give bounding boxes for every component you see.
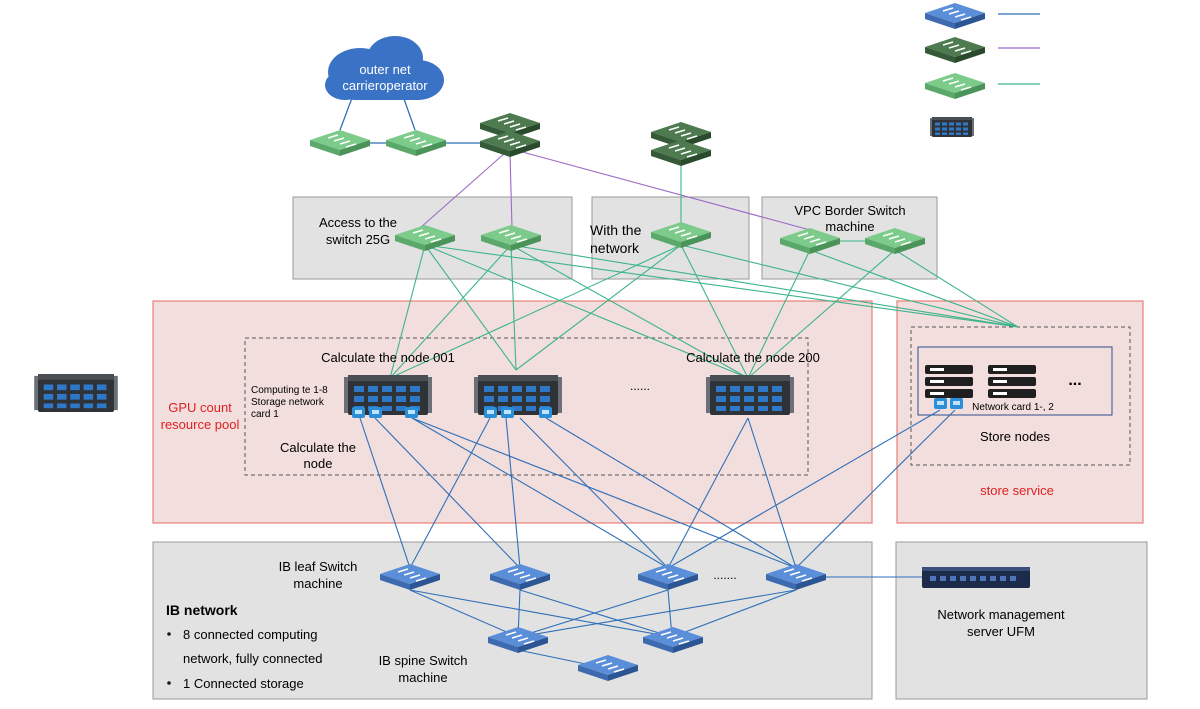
purple-links xyxy=(419,149,811,231)
vpc-zone-label-2: machine xyxy=(825,219,874,234)
ib-spine-label-2: machine xyxy=(398,670,447,685)
vpc-zone-label-1: VPC Border Switch xyxy=(794,203,905,218)
carrier-switch-1 xyxy=(309,129,371,157)
cloud-label-line1: outer net xyxy=(359,62,411,77)
ib-network-title: IB network xyxy=(166,602,238,618)
nic-label-2: Storage network xyxy=(251,397,325,408)
cloud-label-line2: carrieroperator xyxy=(342,78,428,93)
network-zone-label-2: network xyxy=(590,240,640,256)
gpu-pool-label-1: GPU count xyxy=(168,400,232,415)
gpu-pool-label-2: resource pool xyxy=(161,417,240,432)
calc-node-label-2: node xyxy=(304,456,333,471)
cloud-icon xyxy=(325,36,444,100)
compute-ellipsis: ...... xyxy=(630,379,650,393)
storage-server-icon-2 xyxy=(988,365,1036,398)
compute-node-002 xyxy=(474,375,562,418)
store-nodes-label: Store nodes xyxy=(980,429,1051,444)
node-001-label: Calculate the node 001 xyxy=(321,350,455,365)
legend-gpu-server-icon xyxy=(930,117,974,137)
ib-bullet-1: 8 connected computing xyxy=(183,627,317,642)
store-ellipsis: ... xyxy=(1068,372,1081,389)
compute-node-001 xyxy=(344,375,432,418)
ib-spine-label-1: IB spine Switch xyxy=(379,653,468,668)
nic-icon xyxy=(484,407,497,418)
legend xyxy=(924,2,1040,137)
calc-node-label-1: Calculate the xyxy=(280,440,356,455)
store-nic-label: Network card 1-, 2 xyxy=(972,402,1054,413)
nic-icon xyxy=(501,407,514,418)
node-200-label: Calculate the node 200 xyxy=(686,350,820,365)
access-zone-label-1: Access to the xyxy=(319,215,397,230)
ib-leaf-label-1: IB leaf Switch xyxy=(279,559,358,574)
ufm-label-2: server UFM xyxy=(967,624,1035,639)
nic-icon xyxy=(352,407,365,418)
legend-blue-switch-icon xyxy=(924,2,986,30)
nic-icon xyxy=(539,407,552,418)
core-switch-a-2 xyxy=(479,130,541,158)
nic-icon xyxy=(369,407,382,418)
nic-label-1: Computing te 1-8 xyxy=(251,385,328,396)
legend-light-green-switch-icon xyxy=(924,72,986,100)
ufm-server-icon xyxy=(922,567,1030,588)
ib-bullet-2: 1 Connected storage xyxy=(183,676,304,691)
ufm-label-1: Network management xyxy=(937,607,1065,622)
storage-server-icon-1 xyxy=(925,365,973,398)
store-nodes-box xyxy=(910,326,1131,466)
nic-icon xyxy=(405,407,418,418)
blue-links-ib xyxy=(359,409,956,669)
access-zone-label-2: switch 25G xyxy=(326,232,390,247)
store-service-label: store service xyxy=(980,483,1054,498)
legend-dark-green-switch-icon xyxy=(924,36,986,64)
network-zone-label-1: With the xyxy=(590,222,642,238)
carrier-switch-2 xyxy=(385,129,447,157)
nic-icon xyxy=(934,398,947,409)
ib-leaf-label-2: machine xyxy=(293,576,342,591)
nic-icon xyxy=(950,398,963,409)
gpu-server-icon-standalone xyxy=(34,374,118,412)
ib-bullet-1-cont: network, fully connected xyxy=(183,651,322,666)
compute-node-200 xyxy=(706,375,794,415)
ib-ellipsis: ....... xyxy=(713,568,736,582)
green-links xyxy=(389,160,1019,379)
compute-nodes-box xyxy=(244,337,809,476)
zone-store-service xyxy=(896,300,1144,524)
core-switch-b-2 xyxy=(650,139,712,167)
store-nodes-inner-box xyxy=(917,346,1113,416)
nic-label-3: card 1 xyxy=(251,409,279,420)
